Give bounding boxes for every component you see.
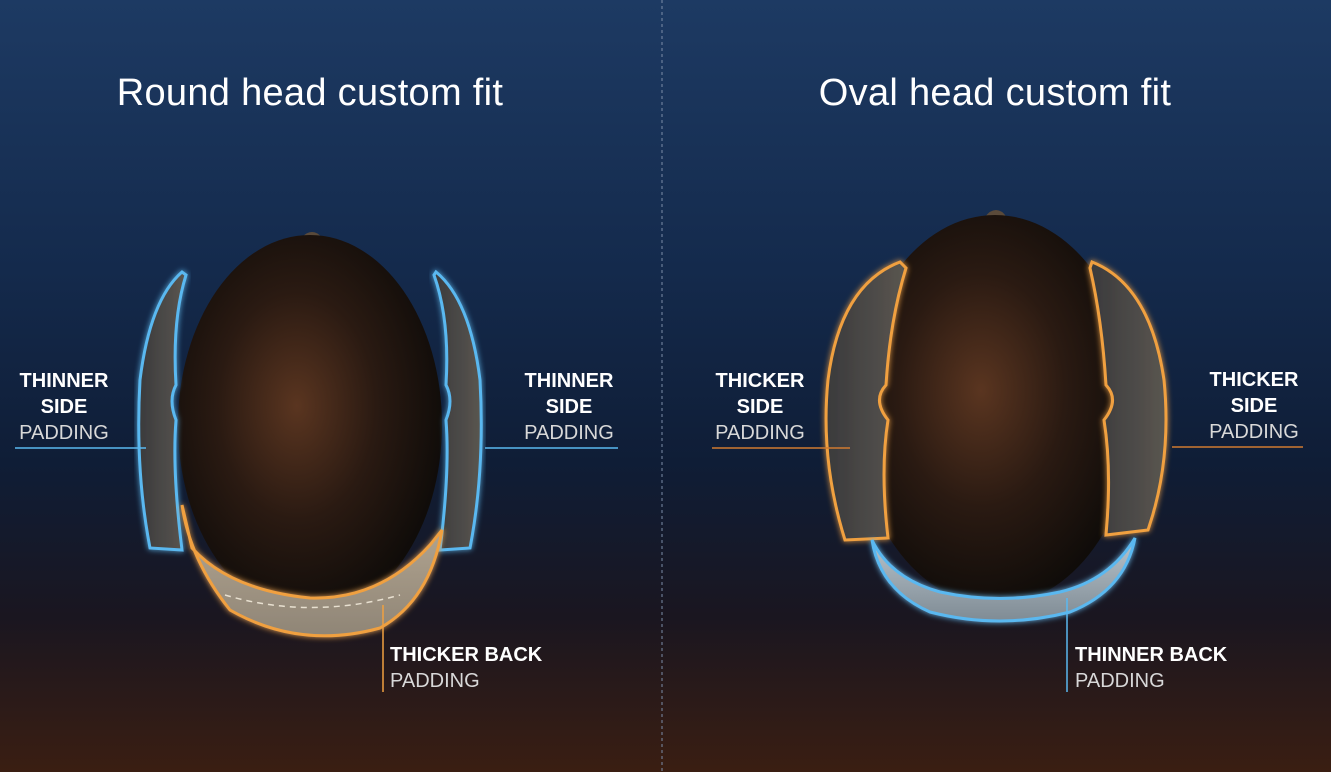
- round-head-helmet: [15, 232, 618, 692]
- left-side-label: THICKER SIDE PADDING: [715, 370, 805, 444]
- back-label: THINNER BACK PADDING: [1075, 644, 1228, 692]
- back-pad: [180, 504, 444, 638]
- left-panel-title: Round head custom fit: [116, 72, 504, 114]
- left-side-pad: [137, 270, 188, 552]
- back-label: THICKER BACK PADDING: [390, 644, 543, 692]
- right-panel-title: Oval head custom fit: [818, 72, 1172, 114]
- right-side-pad: [432, 269, 483, 552]
- right-side-label: THICKER SIDE PADDING: [1209, 369, 1299, 443]
- left-side-label: THINNER SIDE PADDING: [19, 370, 109, 444]
- left-side-pad: [824, 260, 908, 542]
- right-side-pad: [1088, 260, 1168, 537]
- oval-head-helmet: [712, 210, 1303, 692]
- right-side-label: THINNER SIDE PADDING: [524, 370, 614, 444]
- head-shell: [855, 215, 1135, 605]
- back-pad: [870, 537, 1137, 623]
- head-shell: [178, 235, 442, 615]
